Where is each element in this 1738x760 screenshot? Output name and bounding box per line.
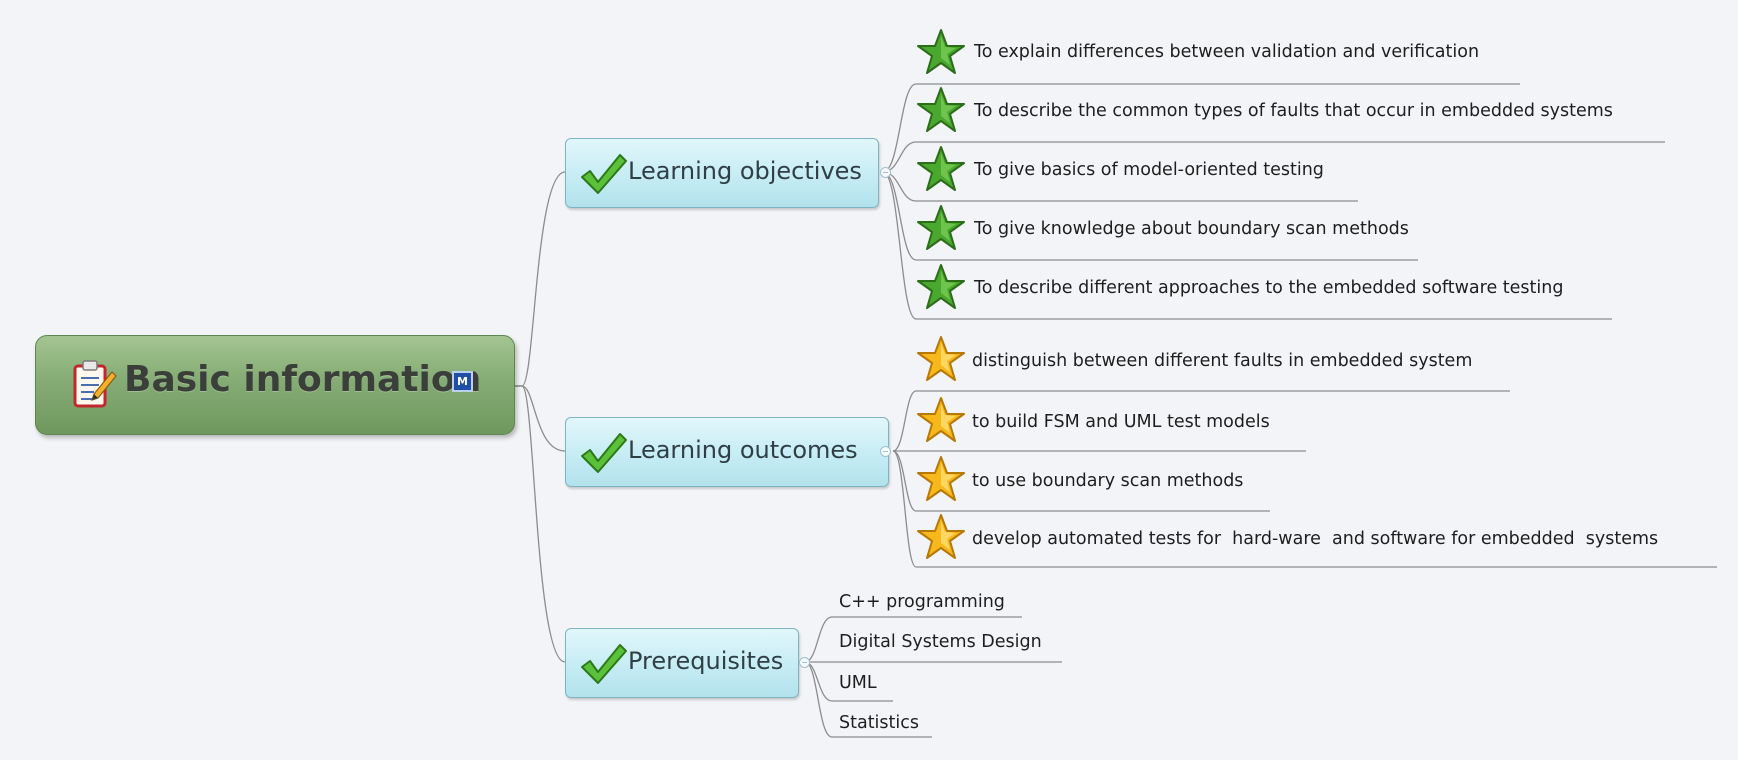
root-topic-basic-information[interactable]: Basic information M: [35, 335, 515, 435]
objectives-connector-1: [882, 83, 1520, 173]
outcomes-connector-3: [892, 450, 1270, 512]
green-star-icon: [917, 146, 965, 191]
root-connector-objectives: [513, 171, 566, 387]
branch-learning-objectives[interactable]: Learning objectives: [565, 138, 879, 208]
gold-star-icon: [917, 336, 965, 381]
root-connector-prerequisites: [513, 385, 566, 663]
root-connector-outcomes: [513, 385, 566, 452]
green-star-icon: [917, 29, 965, 74]
root-topic-title: Basic information: [124, 359, 482, 400]
prerequisite-item[interactable]: UML: [839, 673, 877, 693]
branch-label: Prerequisites: [628, 647, 784, 675]
collapse-toggle-outcomes[interactable]: [880, 446, 891, 457]
objective-item[interactable]: To give basics of model-oriented testing: [974, 160, 1324, 180]
outcome-item[interactable]: to build FSM and UML test models: [972, 412, 1270, 432]
branch-label: Learning outcomes: [628, 436, 858, 464]
branch-prerequisites[interactable]: Prerequisites: [565, 628, 799, 698]
outcomes-connector-1: [892, 390, 1510, 452]
prerequisite-item[interactable]: C++ programming: [839, 592, 1005, 612]
objective-item[interactable]: To describe the common types of faults t…: [974, 101, 1613, 121]
branch-label: Learning objectives: [628, 157, 862, 185]
prerequisite-item[interactable]: Statistics: [839, 713, 919, 733]
gold-star-icon: [917, 514, 965, 559]
objectives-connector-5: [882, 171, 1612, 320]
objective-item[interactable]: To describe different approaches to the …: [974, 278, 1564, 298]
objective-item[interactable]: To explain differences between validatio…: [974, 42, 1480, 62]
green-star-icon: [917, 205, 965, 250]
green-star-icon: [917, 264, 965, 309]
outcome-item[interactable]: develop automated tests for hard-ware an…: [972, 529, 1659, 549]
checkmark-icon: [581, 433, 627, 473]
collapse-toggle-prerequisites[interactable]: [799, 657, 810, 668]
checkmark-icon: [581, 644, 627, 684]
gold-star-icon: [917, 397, 965, 442]
checkmark-icon: [581, 154, 627, 194]
memo-badge-icon[interactable]: M: [452, 371, 473, 392]
gold-star-icon: [917, 456, 965, 501]
collapse-toggle-objectives[interactable]: [880, 167, 891, 178]
green-star-icon: [917, 87, 965, 132]
outcome-item[interactable]: to use boundary scan methods: [972, 471, 1244, 491]
objective-item[interactable]: To give knowledge about boundary scan me…: [974, 219, 1409, 239]
branch-learning-outcomes[interactable]: Learning outcomes: [565, 417, 889, 487]
outcomes-connector-4: [892, 450, 1717, 568]
notepad-pencil-icon: [73, 360, 117, 408]
prerequisite-item[interactable]: Digital Systems Design: [839, 632, 1042, 652]
outcome-item[interactable]: distinguish between different faults in …: [972, 351, 1473, 371]
